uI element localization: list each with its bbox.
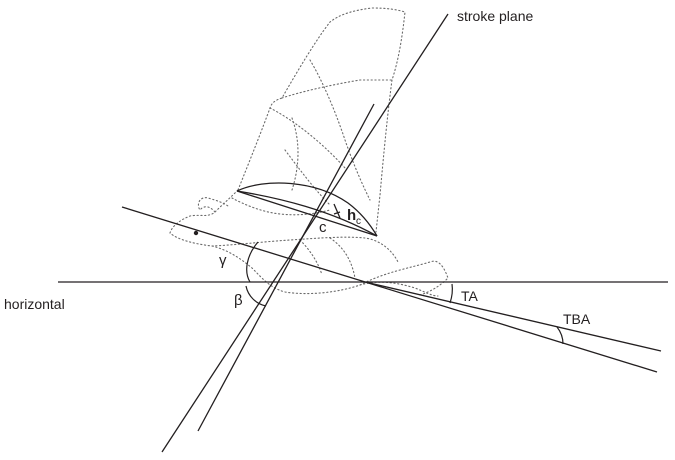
legs-outline <box>299 237 356 279</box>
bat-outline <box>169 7 449 297</box>
wing-finger-4 <box>291 117 299 191</box>
body-axis-line <box>121 206 658 373</box>
tba-label: TBA <box>563 311 591 327</box>
wing-root-outline <box>231 197 331 216</box>
ear-outline <box>197 197 229 213</box>
chord-label: c <box>319 219 327 236</box>
gamma-arc <box>246 241 259 283</box>
tail-membrane <box>359 260 449 296</box>
tail-line <box>364 281 662 352</box>
beta-label: β <box>234 292 243 309</box>
body-upper <box>211 236 399 263</box>
wing-finger-2 <box>269 107 346 169</box>
wing-section-upper-surface <box>236 182 378 237</box>
wing-finger-3 <box>284 149 331 206</box>
gamma-label: γ <box>219 252 227 269</box>
ta-label: TA <box>461 288 479 304</box>
eye-dot <box>193 230 199 236</box>
camber-right-angle <box>333 211 341 215</box>
wing-section-lower-surface <box>236 190 378 237</box>
horizontal-label: horizontal <box>4 296 65 312</box>
upper-wing-outline <box>237 7 406 233</box>
camber-label: h <box>347 207 356 224</box>
tba-arc <box>556 326 564 345</box>
stroke-plane-label: stroke plane <box>457 8 533 24</box>
ta-arc <box>449 283 453 304</box>
beta-arc <box>245 285 267 307</box>
chord-line <box>236 190 378 237</box>
wing-membrane-inner <box>309 59 371 201</box>
wing-finger-1 <box>281 79 393 99</box>
camber-subscript: c <box>356 216 361 227</box>
camber-height-tick <box>333 203 341 219</box>
wing-section <box>236 182 378 237</box>
second-stroke-line <box>197 103 375 432</box>
